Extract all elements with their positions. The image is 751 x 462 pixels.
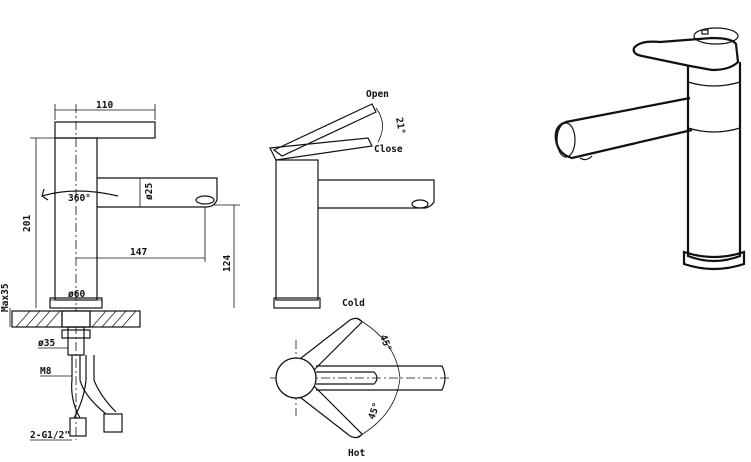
mounting-nut	[61, 329, 91, 339]
side-handle-closed	[269, 137, 373, 161]
side-view: Open Close 21°	[269, 89, 435, 309]
perspective-spout	[554, 96, 693, 160]
side-body	[275, 159, 319, 301]
front-handle	[54, 121, 156, 139]
dim-reach-147: 147	[130, 247, 147, 258]
dim-width-110: 110	[96, 100, 113, 111]
label-cold: Cold	[342, 298, 365, 309]
dim-thread-m8: M8	[40, 366, 52, 377]
hose-right	[73, 355, 87, 419]
dim-hole-35: ø35	[38, 338, 55, 349]
top-view: Cold Hot 45° 45°	[270, 298, 452, 459]
perspective-handle	[632, 36, 740, 72]
front-view: 110 201 360° ø25 147 124 ø60	[0, 100, 240, 441]
dim-base-diameter: ø60	[68, 289, 85, 300]
dim-hot-angle: 45°	[366, 401, 382, 421]
dim-height-201: 201	[22, 215, 33, 232]
dim-cold-angle: 45°	[377, 333, 393, 353]
dim-spout-diameter: ø25	[144, 183, 155, 200]
countertop-hatch	[15, 310, 137, 328]
dim-hose-thread: 2-G1/2"	[30, 430, 70, 441]
front-aerator	[195, 195, 215, 205]
hose-fitting-left	[69, 417, 87, 437]
label-open: Open	[366, 89, 389, 100]
top-spout	[316, 365, 446, 391]
front-rotation-arc	[41, 190, 119, 197]
dim-spout-height-124: 124	[222, 255, 233, 272]
top-body-circle	[275, 357, 317, 399]
perspective-base	[682, 250, 746, 271]
hose-fitting-right	[103, 413, 123, 433]
side-handle-open	[272, 103, 377, 157]
dim-lever-angle: 21°	[393, 117, 407, 136]
dim-max-deck: Max35	[0, 283, 11, 312]
hose-left	[71, 355, 81, 419]
perspective-body	[686, 62, 742, 263]
label-close: Close	[374, 144, 403, 155]
label-hot: Hot	[348, 448, 365, 459]
dim-rotation-360: 360°	[68, 193, 91, 204]
mounting-shank	[67, 326, 85, 356]
perspective-view	[554, 27, 746, 271]
side-base	[273, 297, 321, 309]
front-spout	[97, 177, 218, 208]
side-spout	[318, 179, 435, 209]
